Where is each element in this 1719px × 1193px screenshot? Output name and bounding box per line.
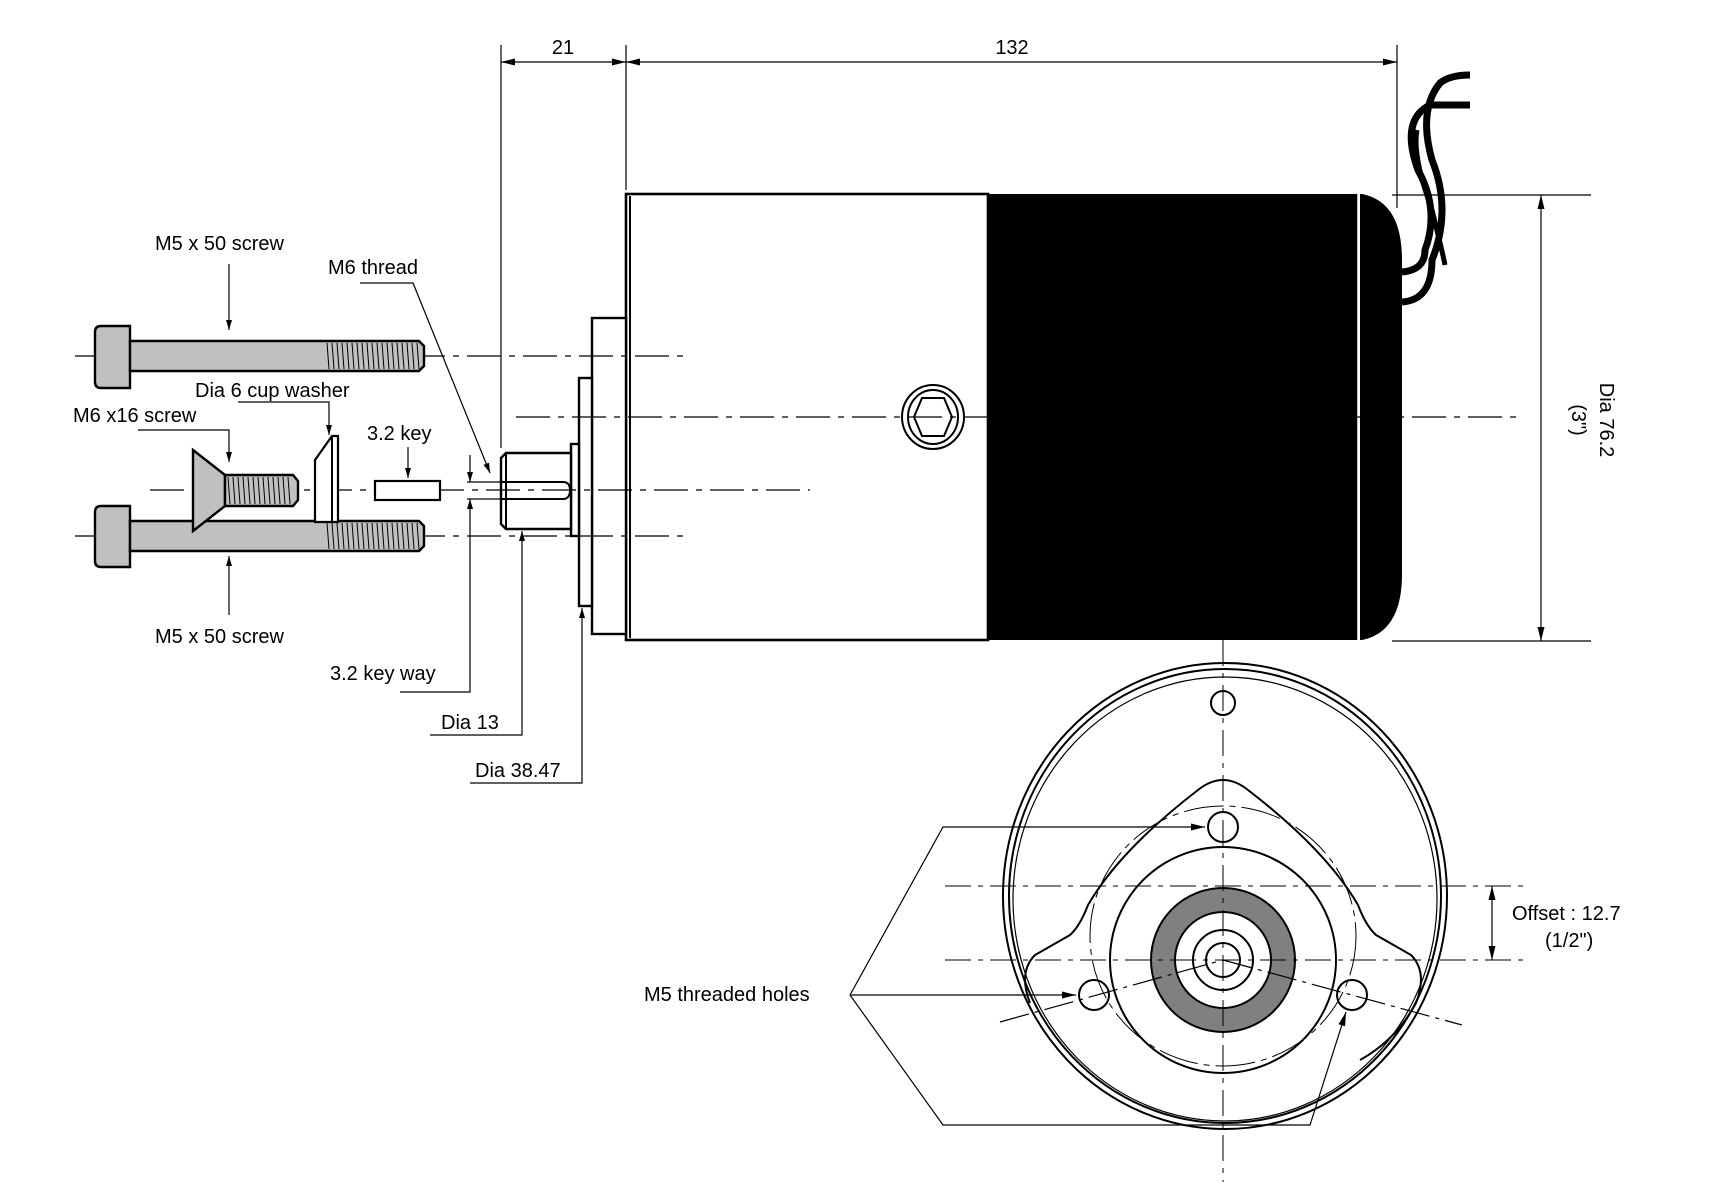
thread-line <box>326 342 330 370</box>
thread-line <box>411 342 415 370</box>
dim-132-label: 132 <box>995 37 1028 59</box>
bore-circle <box>1109 846 1337 1074</box>
callout-shaft-dia: Dia 13 <box>441 712 499 734</box>
thread-line <box>366 342 370 370</box>
thread-line <box>247 476 251 505</box>
thread-line <box>356 522 360 550</box>
thread-line <box>391 522 395 550</box>
thread-line <box>346 522 350 550</box>
callout-threaded-holes: M5 threaded holes <box>644 984 810 1006</box>
thread-line <box>227 476 231 505</box>
thread-line <box>331 522 335 550</box>
thread-line <box>341 522 345 550</box>
thread-line <box>376 342 380 370</box>
thread-line <box>416 522 420 550</box>
thread-line <box>361 342 365 370</box>
callout-m6-screw: M6 x16 screw <box>73 405 197 427</box>
thread-line <box>366 522 370 550</box>
thread-line <box>242 476 246 505</box>
length-dimensions: 21 132 <box>500 37 1398 448</box>
thread-line <box>396 342 400 370</box>
thread-line <box>371 522 375 550</box>
m6-screw <box>191 447 300 534</box>
thread-line <box>257 476 261 505</box>
thread-line <box>396 522 400 550</box>
thread-line <box>232 476 236 505</box>
thread-line <box>381 342 385 370</box>
callout-cup-washer: Dia 6 cup washer <box>195 380 350 402</box>
thread-line <box>386 522 390 550</box>
thread-line <box>262 476 266 505</box>
thread-line <box>391 342 395 370</box>
thread-line <box>371 342 375 370</box>
m5-screw-top <box>93 324 426 390</box>
diameter-dimension: Dia 76.2 (3") <box>1392 194 1617 642</box>
thread-line <box>361 522 365 550</box>
thread-line <box>406 342 410 370</box>
offset-label: Offset : 12.7 <box>1512 903 1621 925</box>
thread-line <box>287 476 291 505</box>
m5-screw-bottom <box>93 504 426 569</box>
callout-m6-thread: M6 thread <box>328 257 418 279</box>
m5-hole-left <box>1078 979 1110 1011</box>
diameter-inch-label: (3") <box>1567 404 1589 436</box>
thread-line <box>376 522 380 550</box>
thread-line <box>351 522 355 550</box>
thread-line <box>326 522 330 550</box>
thread-line <box>356 342 360 370</box>
callout-pilot-dia: Dia 38.47 <box>475 760 561 782</box>
lead-wires <box>1401 71 1471 306</box>
thread-line <box>252 476 256 505</box>
callout-keyway: 3.2 key way <box>330 663 436 685</box>
cup-washer <box>313 434 340 524</box>
mounting-flange <box>590 316 628 636</box>
thread-line <box>401 342 405 370</box>
dim-21-label: 21 <box>552 37 574 59</box>
thread-line <box>411 522 415 550</box>
motor-body <box>75 71 1520 642</box>
thread-line <box>386 342 390 370</box>
thread-line <box>346 342 350 370</box>
key <box>373 479 442 502</box>
thread-line <box>406 522 410 550</box>
thread-line <box>277 476 281 505</box>
callouts: M5 x 50 screw M6 thread Dia 6 cup washer… <box>73 233 585 784</box>
thread-line <box>341 342 345 370</box>
thread-line <box>336 522 340 550</box>
thread-line <box>351 342 355 370</box>
threaded-holes-callout: M5 threaded holes <box>644 823 1347 1126</box>
callout-m5-screw-bottom: M5 x 50 screw <box>155 626 284 648</box>
thread-line <box>416 342 420 370</box>
triangular-flange <box>1024 779 1422 1061</box>
motor-front-view <box>945 640 1530 1182</box>
thread-line <box>401 522 405 550</box>
thread-line <box>267 476 271 505</box>
thread-line <box>336 342 340 370</box>
thread-line <box>272 476 276 505</box>
offset-inch-label: (1/2") <box>1545 930 1593 952</box>
callout-m5-screw-top: M5 x 50 screw <box>155 233 284 255</box>
thread-line <box>381 522 385 550</box>
thread-line <box>237 476 241 505</box>
m5-hole-right <box>1336 979 1368 1011</box>
thread-line <box>282 476 286 505</box>
output-shaft <box>499 451 573 531</box>
offset-dimension: Offset : 12.7 (1/2") <box>1488 886 1621 960</box>
thread-line <box>331 342 335 370</box>
callout-key: 3.2 key <box>367 423 431 445</box>
diameter-label: Dia 76.2 <box>1595 383 1617 458</box>
pilot-flange <box>577 376 594 608</box>
